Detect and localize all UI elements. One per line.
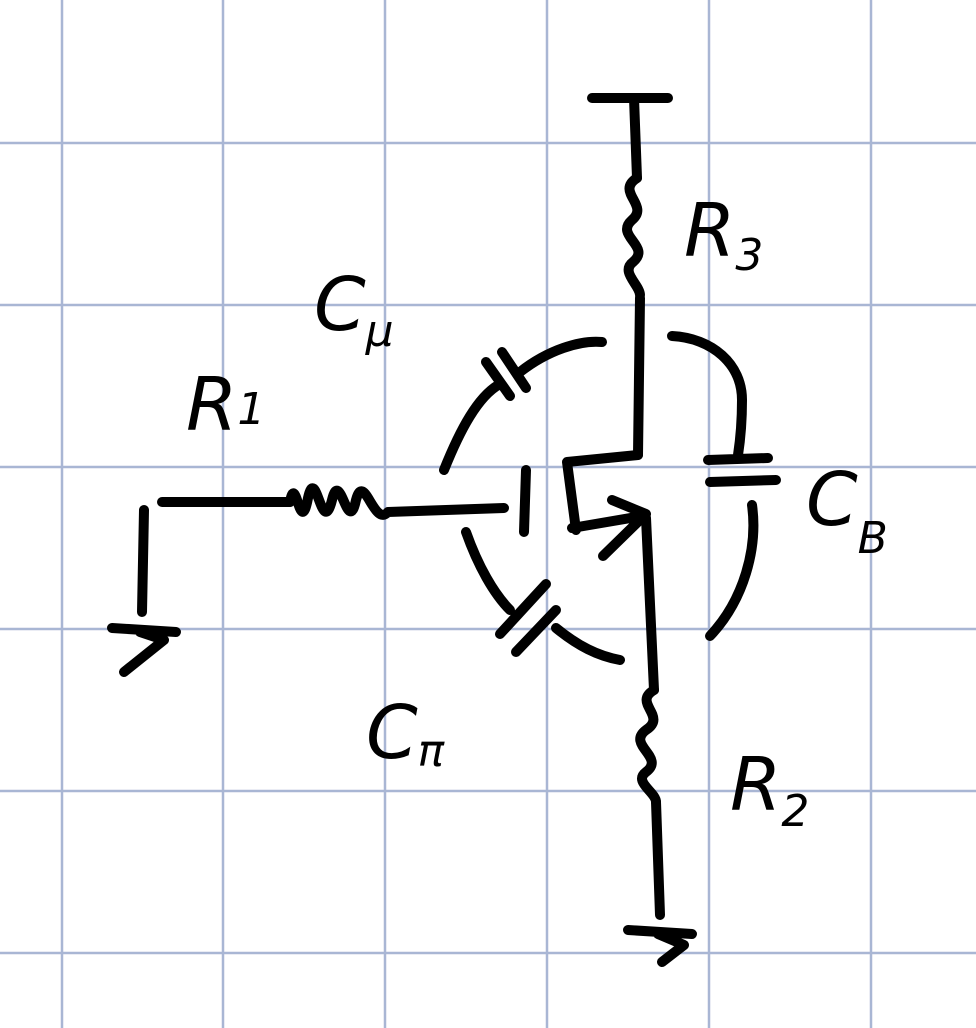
capacitor-c-mu	[439, 336, 607, 475]
ground-symbol-right	[623, 925, 697, 967]
left-ground-wire	[137, 505, 149, 617]
label-c-b-sub: B	[858, 513, 888, 564]
transistor-base-bar	[519, 465, 531, 537]
resistor-r1	[285, 483, 509, 520]
label-r1-main: R	[186, 362, 237, 448]
label-r2-main: R	[730, 742, 781, 828]
label-c-pi: Cπ	[366, 690, 446, 777]
capacitor-c-b	[667, 331, 781, 641]
supply-rail-symbol	[587, 93, 673, 183]
transistor-emitter-arrow	[567, 495, 651, 561]
label-c-b-main: C	[806, 457, 858, 543]
label-r2-sub: 2	[781, 786, 809, 837]
resistor-r2	[635, 685, 661, 807]
label-r3-main: R	[684, 188, 735, 274]
label-r2: R2	[730, 742, 809, 837]
label-r3: R3	[684, 188, 763, 281]
label-c-pi-sub: π	[418, 726, 446, 777]
collector-wire	[633, 293, 645, 460]
label-c-mu-sub: μ	[365, 306, 394, 357]
emitter-wire	[641, 513, 659, 695]
transistor-collector-leg	[562, 450, 643, 535]
label-c-mu-main: C	[314, 262, 366, 348]
ground-symbol-left	[107, 623, 181, 677]
label-c-b: CB	[806, 457, 888, 564]
resistor-r3	[622, 173, 645, 300]
emitter-ground-wire	[651, 797, 665, 920]
label-c-pi-main: C	[366, 690, 418, 776]
label-r1-sub: 1	[237, 384, 265, 435]
label-r1: R1	[186, 362, 265, 448]
label-c-mu: Cμ	[314, 262, 394, 357]
capacitor-c-pi	[461, 527, 625, 665]
label-r3-sub: 3	[735, 230, 763, 281]
